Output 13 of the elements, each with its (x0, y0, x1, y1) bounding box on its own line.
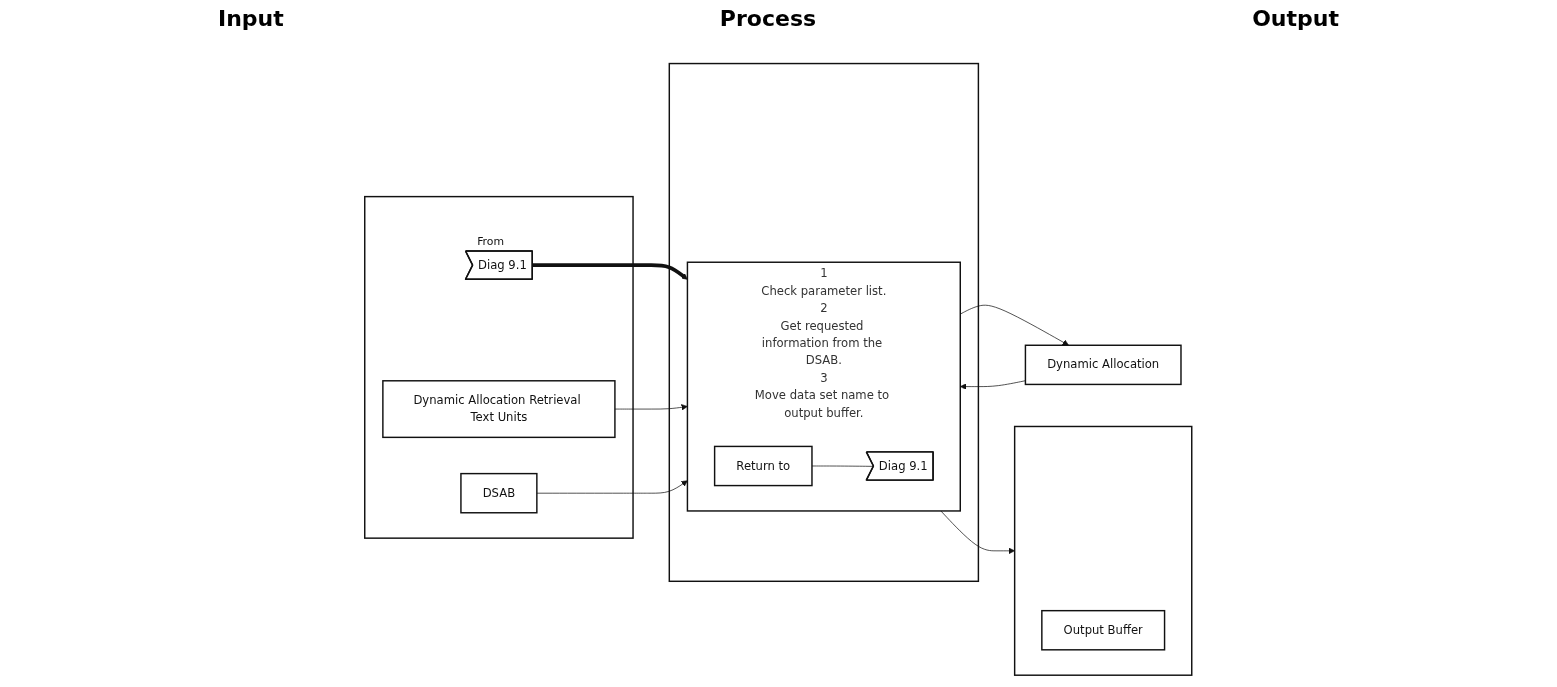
cluster (364, 195, 634, 539)
column-heading: Output (1252, 5, 1339, 31)
column-heading: Input (218, 5, 284, 31)
node-box: Output Buffer (1041, 609, 1166, 651)
cluster (668, 62, 980, 583)
node-box: Return to (714, 445, 813, 487)
connector-caption: From (477, 235, 505, 249)
node-box: Dynamic Allocation Retrieval Text Units (382, 380, 616, 439)
cluster (1014, 425, 1193, 676)
node-box: Dynamic Allocation (1024, 344, 1182, 386)
arrow (532, 263, 688, 280)
column-heading: Process (719, 5, 817, 31)
node-box: DSAB (460, 472, 538, 514)
